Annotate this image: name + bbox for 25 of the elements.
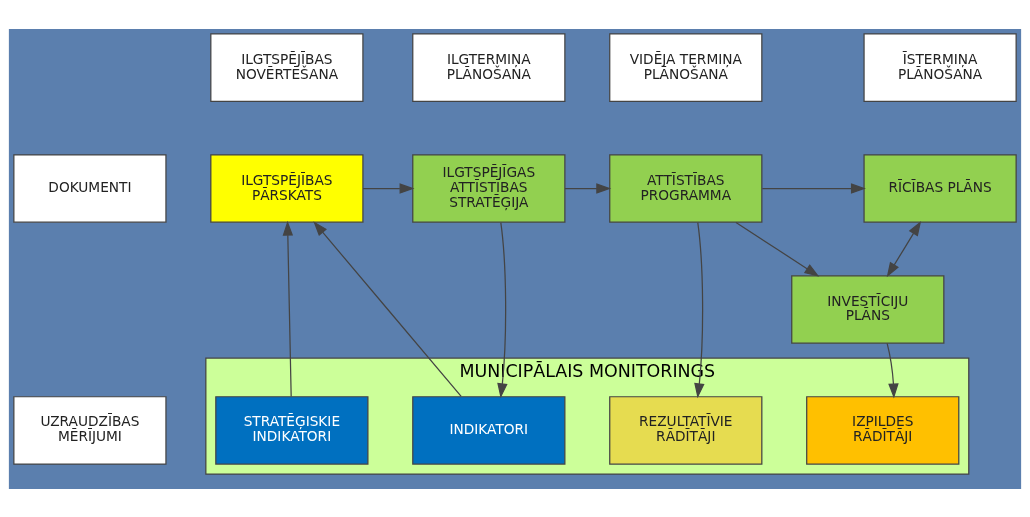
arrow [282, 220, 294, 397]
node-box: ILGTSPĒJĪBAS NOVĒRTĒŠANA [210, 32, 364, 102]
arrow [313, 220, 462, 397]
arrow [886, 342, 899, 398]
arrow [735, 221, 820, 277]
arrow [694, 221, 705, 398]
node-box: REZULTATĪVIE RĀDĪTĀJI [609, 395, 763, 465]
node-box: ILGTSPĒJĪBAS PĀRSKATS [210, 153, 364, 223]
node-box: ATTĪSTĪBAS PROGRAMMA [609, 153, 763, 223]
arrow [761, 182, 866, 194]
node-box: UZRAUDZĪBAS MĒRĪJUMI [13, 395, 167, 465]
arrow [886, 220, 922, 277]
node-box: ILGTERMIŅA PLĀNOŠANA [412, 32, 566, 102]
node-box: IZPILDES RĀDĪTĀJI [806, 395, 960, 465]
arrow [497, 221, 508, 398]
node-box: VIDĒJA TERMIŅA PLĀNOŠANA [609, 32, 763, 102]
node-box: ĪSTERMIŅA PLĀNOŠANA [863, 32, 1017, 102]
arrow [362, 182, 415, 194]
node-box: INVESTĪCIJU PLĀNS [791, 274, 945, 344]
node-box: DOKUMENTI [13, 153, 167, 223]
arrow [564, 182, 612, 194]
node-box: STRATĒĢISKIE INDIKATORI [215, 395, 369, 465]
node-box: INDIKATORI [412, 395, 566, 465]
node-box: RĪCĪBAS PLĀNS [863, 153, 1017, 223]
node-box: ILGTSPĒJĪGAS ATTĪSTĪBAS STRATĒĢIJA [412, 153, 566, 223]
